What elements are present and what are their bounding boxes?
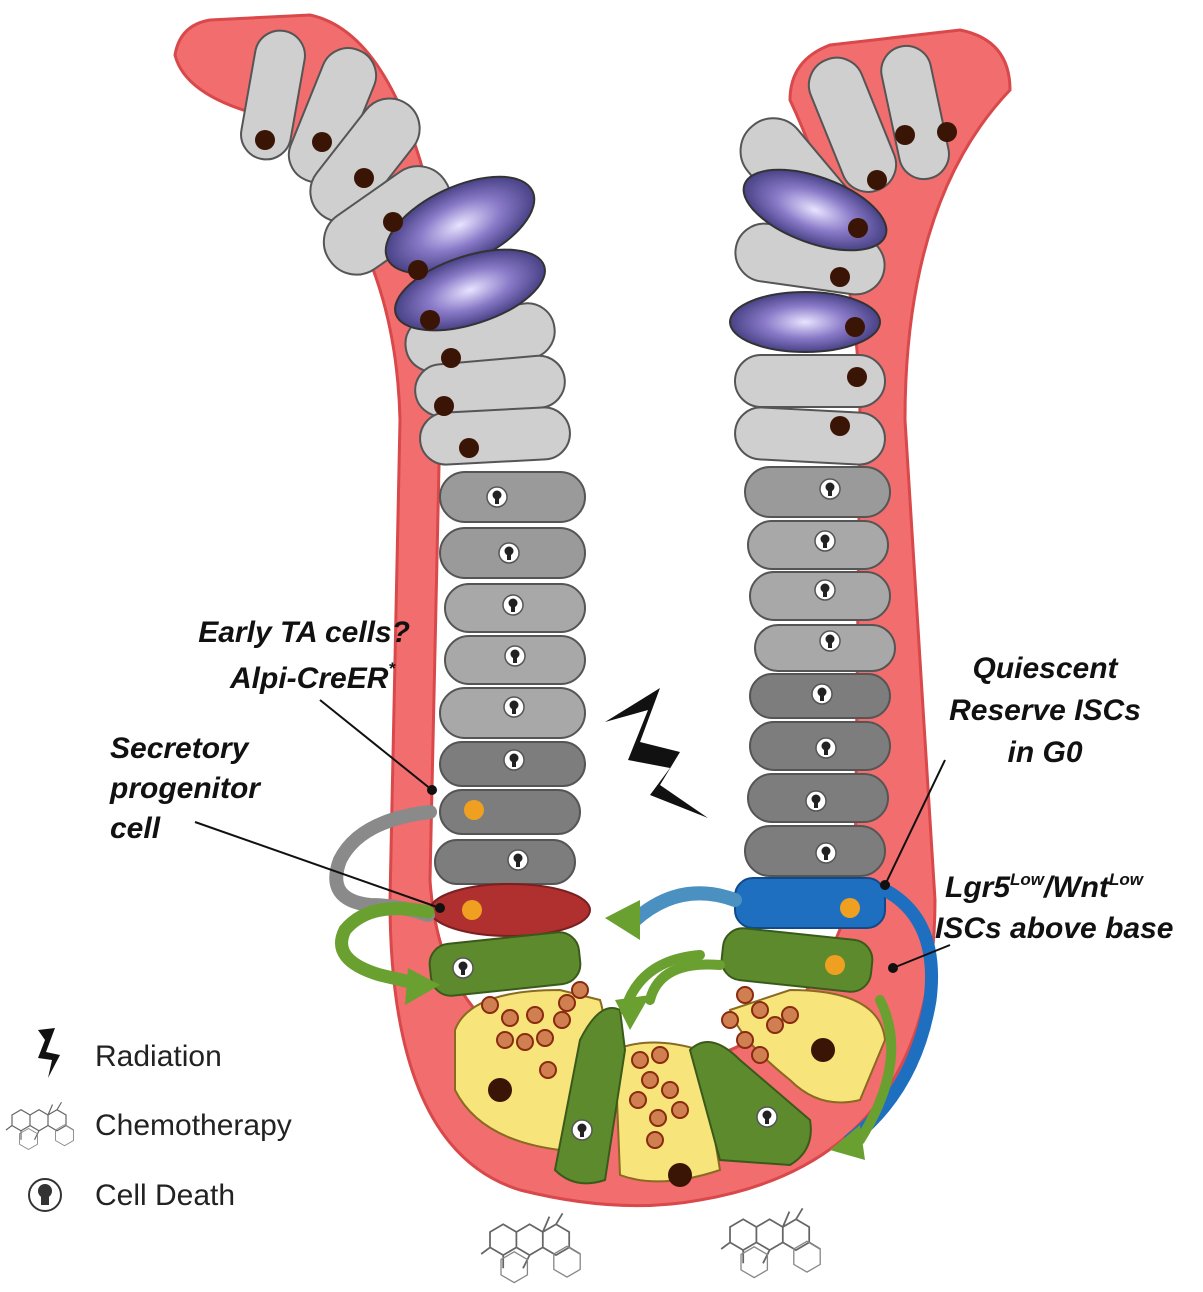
quiescent-label-2: Reserve ISCs	[949, 694, 1141, 727]
quiescent-label-1: Quiescent	[972, 652, 1119, 685]
lgr5-sup1: Low	[1010, 870, 1046, 889]
alpi-creer-label: Alpi-CreER*	[229, 659, 396, 695]
lgr5-mid: /Wnt	[1042, 871, 1111, 904]
lgr5-main: Lgr5	[945, 871, 1011, 904]
secretory-nucleus	[462, 900, 482, 920]
lgr5-sup2: Low	[1109, 870, 1145, 889]
chemo-molecule-2	[721, 1208, 820, 1277]
left-ta-cells	[435, 472, 585, 884]
left-stem-cell	[428, 930, 583, 997]
secretory-progenitor-cell	[430, 884, 590, 936]
radiation-lightning-icon	[605, 688, 708, 818]
molecule-icon	[6, 1102, 74, 1149]
legend-chemotherapy: Chemotherapy	[95, 1109, 292, 1142]
lgr5-label: Lgr5Low/WntLow	[945, 870, 1145, 904]
lgr5-label-2: ISCs above base	[935, 912, 1173, 945]
legend: Radiation Chemotherapy Cell Death	[6, 1028, 292, 1212]
quiescent-label-3: in G0	[1007, 736, 1082, 769]
chemo-molecule-1	[481, 1213, 580, 1282]
left-orange-nucleus	[464, 800, 484, 820]
secretory-label-2: progenitor	[109, 772, 262, 805]
early-ta-label: Early TA cells?	[198, 616, 410, 649]
secretory-label-1: Secretory	[110, 732, 250, 765]
lightning-icon	[38, 1028, 60, 1078]
legend-radiation: Radiation	[95, 1040, 222, 1073]
alpi-creer-text: Alpi-CreER	[229, 662, 389, 695]
quiescent-reserve-isc	[735, 878, 885, 928]
secretory-label-3: cell	[110, 812, 161, 845]
right-ta-cells	[745, 467, 895, 876]
skull-icon	[29, 1179, 61, 1211]
legend-cell-death: Cell Death	[95, 1179, 235, 1212]
